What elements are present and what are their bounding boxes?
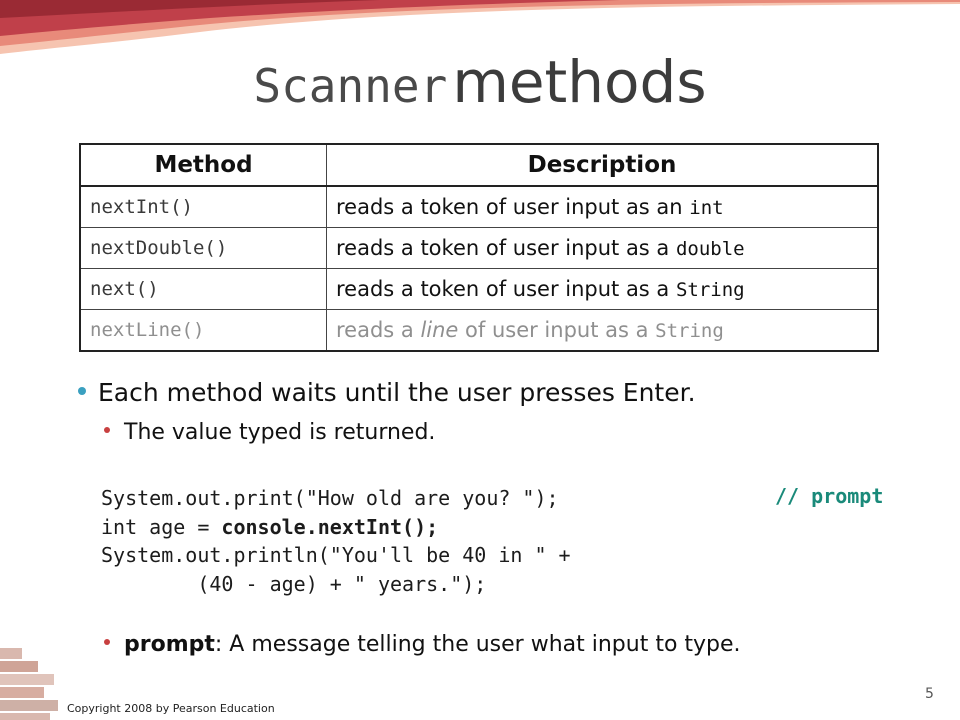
bullet-dot-icon [78, 387, 86, 395]
description-italic: line [420, 318, 459, 342]
title-code-word: Scanner [253, 59, 448, 113]
header-swoosh-decoration [0, 0, 960, 54]
description-text: reads a token of user input as an [336, 195, 690, 219]
bullet-main-text: Each method waits until the user presses… [98, 378, 696, 407]
method-name-cell: next() [79, 268, 327, 310]
definition-term: prompt [124, 632, 215, 657]
column-header-method: Method [79, 143, 327, 187]
method-description-cell: reads a token of user input as a String [326, 268, 879, 310]
description-text-rest: of user input as a [458, 318, 656, 342]
description-text: reads a token of user input as a [336, 236, 676, 260]
page-number: 5 [925, 686, 934, 702]
code-line: System.out.println("You'll be 40 in " + [101, 543, 571, 567]
methods-table: Method Description nextInt() reads a tok… [79, 143, 879, 352]
table-row: nextInt() reads a token of user input as… [79, 185, 879, 228]
description-type: double [675, 238, 745, 260]
copyright-notice: Copyright 2008 by Pearson Education [67, 702, 275, 715]
bullet-sub: The value typed is returned. [104, 420, 435, 445]
brick-wall-decoration [0, 640, 60, 720]
code-comment: // prompt [775, 484, 884, 508]
method-name-cell: nextInt() [79, 185, 327, 228]
description-type: int [689, 197, 724, 219]
description-type: String [675, 279, 745, 301]
slide-title: Scanner methods [0, 48, 960, 116]
code-text: int age = [101, 514, 222, 539]
code-example: System.out.print("How old are you? "); in… [101, 484, 571, 598]
title-text-word: methods [452, 48, 707, 116]
description-text: reads a token of user input as a [336, 277, 676, 301]
method-description-cell: reads a token of user input as an int [326, 185, 879, 228]
table-row: nextLine() reads a line of user input as… [79, 309, 879, 352]
description-text: reads a [336, 318, 421, 342]
bullet-sub-text: The value typed is returned. [124, 420, 436, 445]
method-description-cell: reads a line of user input as a String [326, 309, 879, 352]
table-row: nextDouble() reads a token of user input… [79, 227, 879, 269]
bullet-dot-icon [104, 639, 110, 645]
description-type: String [655, 320, 724, 342]
code-line: int age = console.nextInt(); [101, 513, 571, 542]
bullet-main: Each method waits until the user presses… [78, 378, 696, 407]
method-name-cell: nextLine() [79, 309, 327, 352]
method-description-cell: reads a token of user input as a double [326, 227, 879, 269]
definition-text: : A message telling the user what input … [214, 632, 741, 657]
column-header-description: Description [326, 143, 879, 187]
code-line: System.out.print("How old are you? "); [101, 486, 559, 510]
method-name-cell: nextDouble() [79, 227, 327, 269]
code-line: (40 - age) + " years."); [101, 571, 487, 596]
table-row: next() reads a token of user input as a … [79, 268, 879, 310]
code-highlight: console.nextInt(); [221, 514, 439, 539]
definition-bullet: prompt: A message telling the user what … [104, 632, 741, 657]
bullet-dot-icon [104, 427, 110, 433]
table-header-row: Method Description [79, 143, 879, 187]
